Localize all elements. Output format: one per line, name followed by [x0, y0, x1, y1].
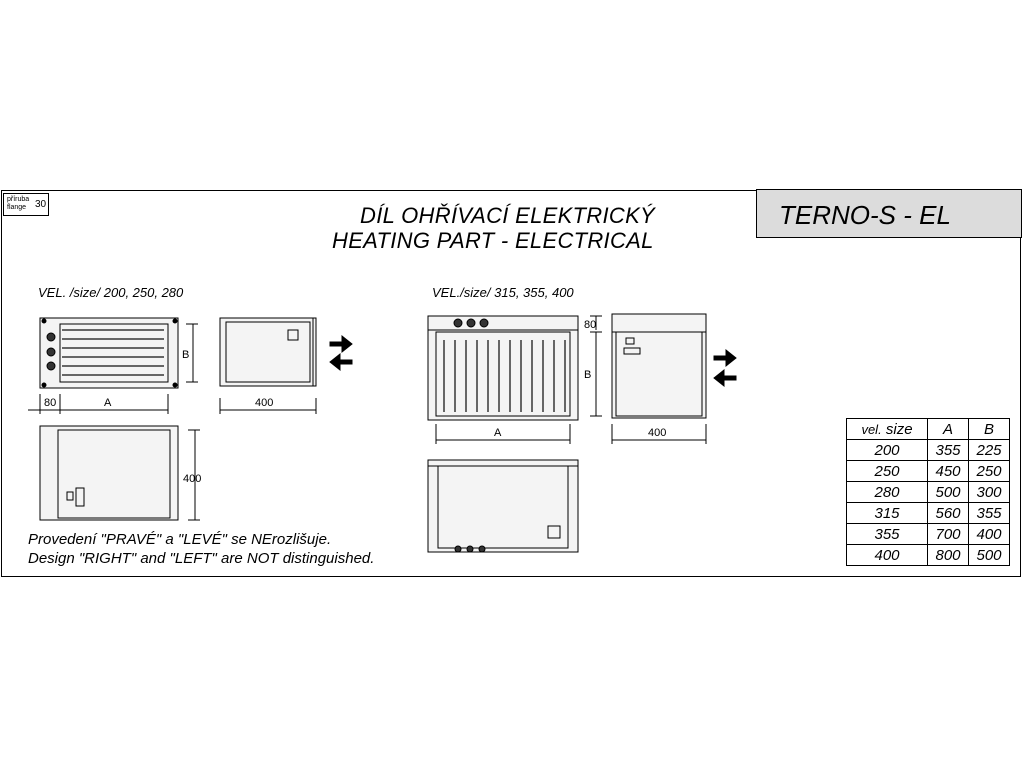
left-top-view [39, 425, 200, 521]
cell-b: 250 [968, 460, 1010, 482]
table-row: 280 500 300 [846, 481, 1010, 503]
title-cz: DÍL OHŘÍVACÍ ELEKTRICKÝ [360, 203, 656, 228]
dim-left-flange: 80 [44, 397, 56, 409]
cell-b: 300 [968, 481, 1010, 503]
left-front-view [28, 317, 198, 414]
dim-left-a: A [104, 397, 112, 409]
cell-b: 225 [968, 439, 1010, 461]
left-size-label: VEL. /size/ 200, 250, 280 [38, 285, 184, 300]
table-row: 200 355 225 [846, 439, 1010, 461]
right-top-view [427, 459, 579, 553]
cell-size: 315 [846, 502, 928, 524]
cell-size: 200 [846, 439, 928, 461]
cell-b: 400 [968, 523, 1010, 545]
right-size-label: VEL./size/ 315, 355, 400 [432, 285, 574, 300]
dim-right-a: A [494, 427, 502, 439]
flange-label: příruba flange [7, 196, 30, 211]
dim-right-depth: 400 [648, 427, 666, 439]
dim-left-front-400: 400 [183, 473, 201, 485]
cell-size: 280 [846, 481, 928, 503]
cell-a: 800 [927, 544, 969, 566]
header-size: size [885, 420, 913, 438]
cell-a: 450 [927, 460, 969, 482]
cell-size: 400 [846, 544, 928, 566]
table-header-row: vel. size A B [846, 418, 1010, 440]
cell-b: 355 [968, 502, 1010, 524]
product-box: TERNO-S - EL [756, 189, 1022, 238]
cell-a: 500 [927, 481, 969, 503]
flange-value: 30 [35, 199, 47, 210]
drawing-frame [1, 190, 1021, 577]
note-en: Design "RIGHT" and "LEFT" are NOT distin… [28, 550, 375, 567]
table-row: 355 700 400 [846, 523, 1010, 545]
header-vel: vel. [861, 421, 882, 437]
cell-a: 355 [927, 439, 969, 461]
cell-size: 250 [846, 460, 928, 482]
header-b: B [968, 418, 1010, 440]
dim-right-flange: 80 [584, 319, 596, 331]
header-a: A [927, 418, 969, 440]
right-front-view [427, 315, 602, 444]
dim-right-b: B [584, 369, 591, 381]
cell-a: 700 [927, 523, 969, 545]
table-row: 400 800 500 [846, 544, 1010, 566]
right-side-view [611, 313, 707, 444]
table-row: 315 560 355 [846, 502, 1010, 524]
title-en: HEATING PART - ELECTRICAL [332, 228, 654, 253]
flange-box: příruba flange 30 [3, 193, 49, 216]
dim-left-depth: 400 [255, 397, 273, 409]
dimension-table: vel. size A B 200 355 225 250 450 250 28… [846, 418, 1010, 566]
cell-size: 355 [846, 523, 928, 545]
dim-left-b: B [182, 349, 189, 361]
product-name: TERNO-S - EL [779, 200, 951, 230]
left-side-view [219, 317, 317, 414]
cell-a: 560 [927, 502, 969, 524]
table-row: 250 450 250 [846, 460, 1010, 482]
note-cz: Provedení "PRAVÉ" a "LEVÉ" se NErozlišuj… [28, 531, 332, 548]
cell-b: 500 [968, 544, 1010, 566]
